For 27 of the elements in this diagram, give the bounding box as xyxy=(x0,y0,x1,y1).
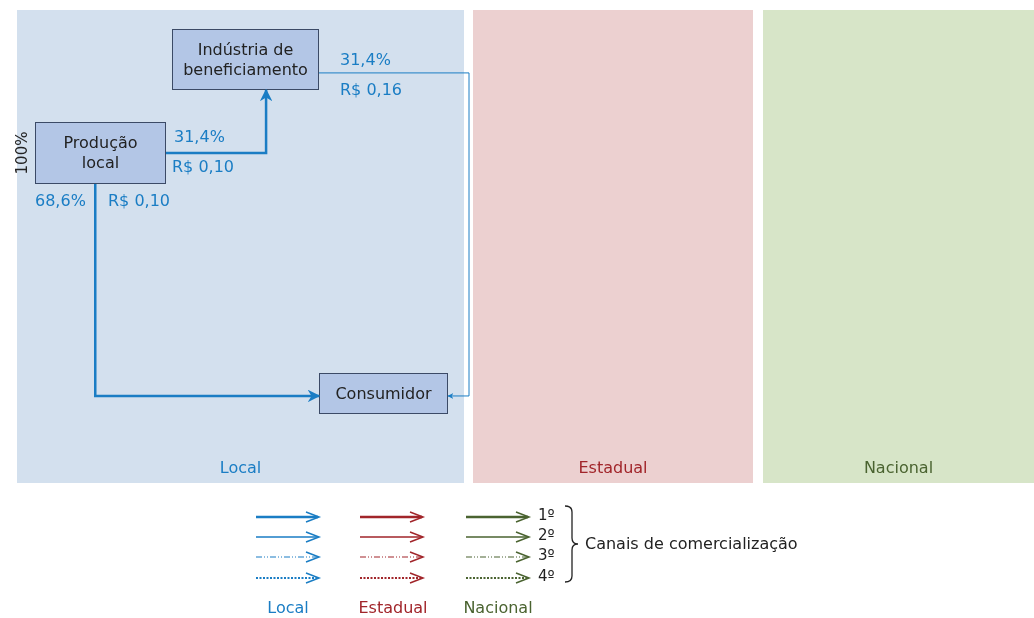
arrow xyxy=(166,88,273,155)
price-label: R$ 0,16 xyxy=(340,80,402,99)
process-box: Indústria de beneficiamento xyxy=(172,29,319,90)
process-box: Consumidor xyxy=(319,373,448,414)
region-panel xyxy=(17,10,464,483)
value-label: 31,4% xyxy=(340,50,391,69)
legend-column-label: Estadual xyxy=(358,598,428,617)
channel-number: 4º xyxy=(538,567,555,585)
arrow xyxy=(94,184,321,403)
region-label: Estadual xyxy=(577,458,649,477)
channel-number: 3º xyxy=(538,546,555,564)
price-label: R$ 0,10 xyxy=(108,191,170,210)
channel-number: 2º xyxy=(538,526,555,544)
arrow xyxy=(318,72,470,399)
legend-title: Canais de comercialização xyxy=(585,534,798,553)
price-label: R$ 0,10 xyxy=(172,157,234,176)
legend-column-label: Local xyxy=(267,598,309,617)
legend-column-label: Nacional xyxy=(463,598,533,617)
percentage-label: 100% xyxy=(13,131,31,175)
value-label: 31,4% xyxy=(174,127,225,146)
region-label: Local xyxy=(218,458,263,477)
channel-number: 1º xyxy=(538,506,555,524)
region-panel xyxy=(473,10,753,483)
region-panel xyxy=(763,10,1034,483)
region-label: Nacional xyxy=(862,458,935,477)
value-label: 68,6% xyxy=(35,191,86,210)
process-box: Produção local xyxy=(35,122,166,184)
